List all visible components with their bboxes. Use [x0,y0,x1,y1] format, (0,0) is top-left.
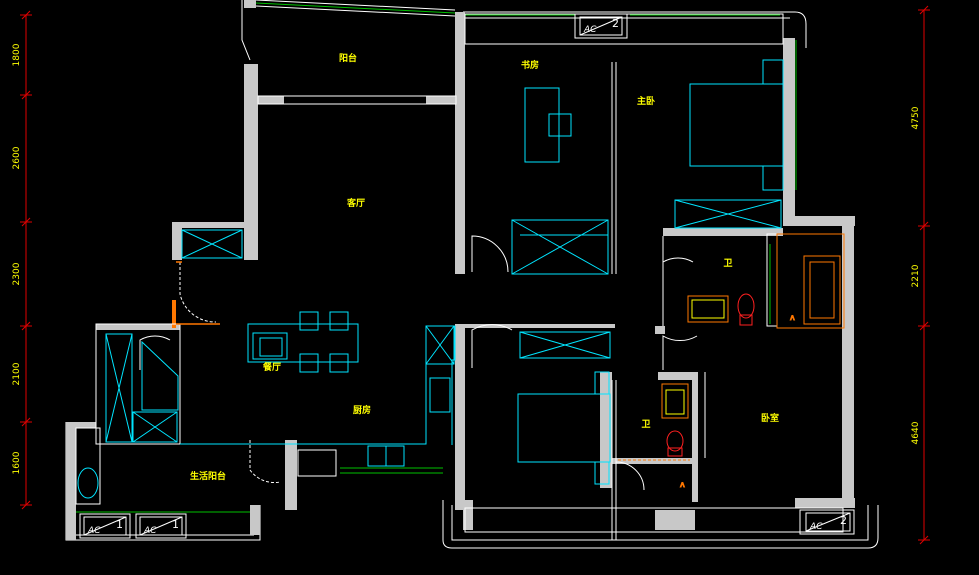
dim-left-1: 1800 [12,43,22,66]
stove [429,377,451,413]
chair-1 [299,311,319,331]
bedroom-nightstand-1 [594,371,610,395]
label-dining-room: 餐厅 [262,361,281,373]
label-living-room: 客厅 [346,197,365,209]
nightstand-1 [762,59,784,85]
study-desk [524,87,560,163]
dim-right-1: 4750 [911,106,921,129]
dim-left-4: 2100 [12,362,22,385]
chair-2 [329,311,349,331]
label-bedroom: 卧室 [761,412,779,424]
svg-text:ʌ: ʌ [680,480,685,489]
study-wardrobe [511,219,609,275]
washbasin-1 [687,295,729,323]
living-door [179,262,217,323]
washbasin-2 [661,383,689,419]
bedroom-door [471,324,513,368]
washer [77,467,99,499]
utility-storage [105,333,179,443]
chair-3 [299,353,319,373]
bathtub [803,255,841,325]
ac-br-label: AC [809,522,823,532]
study-chair [548,113,572,137]
fridge [425,325,455,365]
dining-sink-box [252,332,288,360]
balcony-door [249,440,281,483]
dim-right-2: 2210 [911,264,921,287]
dim-left-2: 2600 [12,146,22,169]
bedroom-nightstand-2 [594,461,610,485]
ac-bla-number: 1 [116,518,123,531]
master-bed [689,83,784,167]
bath1-door [662,257,694,292]
ac-unit-bottom-left-a: AC 1 [79,513,131,539]
ac-br-number: 2 [840,514,847,527]
dim-left-3: 2300 [12,262,22,285]
chair-4 [329,353,349,373]
bedroom-bed [517,393,611,463]
nightstand-2 [762,165,784,191]
label-utility-balcony: 生活阳台 [190,470,226,482]
right-dimension-chain [918,5,930,545]
ac-top-number: 2 [612,17,619,30]
bath2-door [615,461,645,491]
dim-left-5: 1600 [12,451,22,474]
kitchen-counter [180,325,456,445]
door-leaves [176,261,220,325]
walls [66,0,855,540]
doors [139,235,698,491]
study-door [471,235,509,273]
ac-unit-top: AC 2 [574,13,628,39]
bedroom2-door [662,335,698,370]
ac-blb-number: 1 [172,518,179,531]
toilet-1 [737,293,755,319]
utility-door [139,335,171,370]
label-kitchen: 厨房 [353,404,371,416]
ac-top-label: AC [583,25,597,35]
ac-bla-label: AC [87,526,101,536]
label-bathroom-2: 卫 [641,419,650,430]
master-wardrobe [674,199,782,229]
ac-unit-bottom-left-b: AC 1 [135,513,187,539]
svg-text:ʌ: ʌ [790,313,795,322]
ac-unit-bottom-right: AC 2 [799,509,855,535]
bedroom-wardrobe [519,331,611,359]
ac-blb-label: AC [143,526,157,536]
dining-sink [259,337,283,357]
label-bathroom-1: 卫 [723,258,732,269]
left-dimension-chain [20,10,32,510]
toilet-2 [666,430,684,452]
label-study: 书房 [521,59,539,71]
outer-outline [65,0,879,549]
dim-right-3: 4640 [911,421,921,444]
dining-counter [247,323,359,363]
living-cabinet [181,229,243,259]
label-master-bedroom: 主卧 [637,95,655,107]
sanitary: ʌ ʌ [618,233,845,490]
label-balcony: 阳台 [339,52,357,64]
furniture [77,59,784,499]
